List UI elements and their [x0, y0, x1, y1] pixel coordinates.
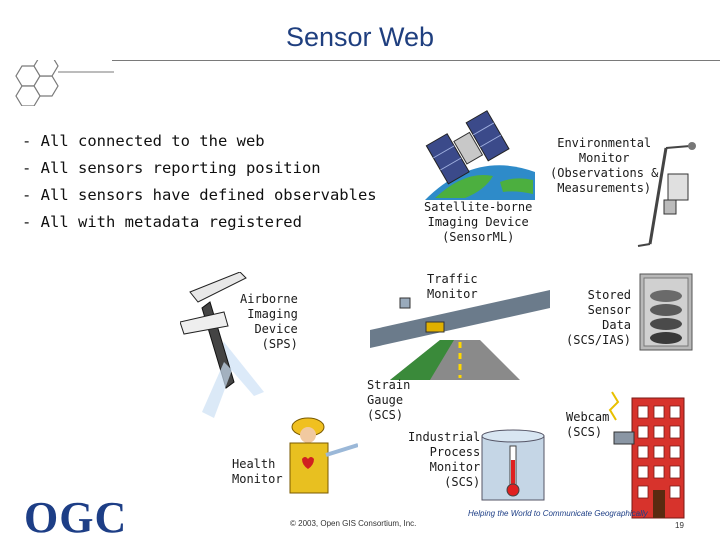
webcam-building-icon	[608, 391, 685, 519]
bullet-item: - All sensors reporting position	[22, 159, 321, 177]
page-number: 19	[675, 521, 684, 530]
database-server-icon	[639, 273, 693, 351]
webcam-label: Webcam (SCS)	[566, 410, 610, 439]
footer-tagline: Helping the World to Communicate Geograp…	[468, 509, 648, 518]
environmental-monitor-label: Environmental Monitor (Observations & Me…	[550, 136, 659, 195]
title-divider	[112, 60, 720, 61]
airplane-icon	[180, 272, 264, 418]
hexagon-logo-icon	[15, 60, 114, 106]
satellite-label: Satellite-borne Imaging Device (SensorML…	[424, 200, 533, 244]
bullet-list: - All connected to the web - All sensors…	[22, 128, 377, 236]
industrial-process-label: Industrial Process Monitor (SCS)	[408, 430, 481, 489]
slide-title: Sensor Web	[285, 22, 435, 52]
health-monitor-label: Health Monitor	[232, 457, 283, 486]
footer-copyright: © 2003, Open GIS Consortium, Inc.	[290, 519, 417, 528]
weather-station-icon	[637, 142, 696, 247]
bullet-item: - All with metadata registered	[22, 213, 302, 231]
bullet-item: - All sensors have defined observables	[22, 186, 377, 204]
firefighter-icon	[289, 417, 358, 494]
bullet-item: - All connected to the web	[22, 132, 265, 150]
traffic-monitor-icon	[370, 290, 550, 380]
airborne-imaging-label: Airborne Imaging Device (SPS)	[240, 292, 298, 351]
ogc-logo: OGC	[24, 493, 128, 542]
satellite-icon	[425, 110, 535, 200]
strain-gauge-label: Strain Gauge (SCS)	[367, 378, 411, 422]
traffic-monitor-label: Traffic Monitor	[427, 272, 478, 301]
industrial-tank-icon	[481, 429, 545, 501]
stored-sensor-data-label: Stored Sensor Data (SCS/IAS)	[566, 288, 632, 347]
